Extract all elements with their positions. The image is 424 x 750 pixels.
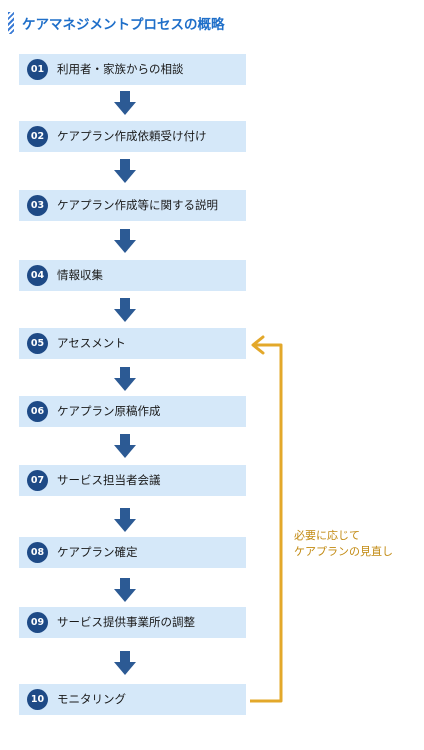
step-04: 04 情報収集: [19, 260, 246, 291]
down-arrow-icon: [114, 434, 136, 458]
loop-note-line-2: ケアプランの見直し: [294, 545, 393, 558]
step-08: 08 ケアプラン確定: [19, 537, 246, 568]
down-arrow-icon: [114, 229, 136, 253]
down-arrow-icon: [114, 367, 136, 391]
loop-note-line-1: 必要に応じて: [294, 529, 360, 542]
step-label: 利用者・家族からの相談: [57, 62, 184, 76]
step-number-badge: 01: [27, 59, 48, 80]
step-number-badge: 09: [27, 612, 48, 633]
step-number-badge: 03: [27, 195, 48, 216]
down-arrow-icon: [114, 508, 136, 532]
step-10: 10 モニタリング: [19, 684, 246, 715]
loop-note: 必要に応じて ケアプランの見直し: [294, 528, 393, 560]
down-arrow-icon: [114, 91, 136, 115]
page-title: ケアマネジメントプロセスの概略: [22, 17, 225, 33]
title-accent-bar: [8, 12, 14, 34]
down-arrow-icon: [114, 578, 136, 602]
step-label: ケアプラン原稿作成: [57, 404, 161, 418]
step-label: アセスメント: [57, 336, 126, 350]
step-number-badge: 04: [27, 265, 48, 286]
step-01: 01 利用者・家族からの相談: [19, 54, 246, 85]
step-label: サービス担当者会議: [57, 473, 161, 487]
step-number-badge: 06: [27, 401, 48, 422]
step-label: モニタリング: [57, 692, 126, 706]
step-label: ケアプラン確定: [57, 545, 138, 559]
step-09: 09 サービス提供事業所の調整: [19, 607, 246, 638]
step-number-badge: 02: [27, 126, 48, 147]
step-05: 05 アセスメント: [19, 328, 246, 359]
step-label: 情報収集: [57, 268, 103, 282]
down-arrow-icon: [114, 651, 136, 675]
step-number-badge: 07: [27, 470, 48, 491]
step-03: 03 ケアプラン作成等に関する説明: [19, 190, 246, 221]
step-label: ケアプラン作成等に関する説明: [57, 198, 218, 212]
step-number-badge: 10: [27, 689, 48, 710]
step-06: 06 ケアプラン原稿作成: [19, 396, 246, 427]
step-number-badge: 08: [27, 542, 48, 563]
down-arrow-icon: [114, 298, 136, 322]
step-number-badge: 05: [27, 333, 48, 354]
step-label: ケアプラン作成依頼受け付け: [57, 129, 207, 143]
down-arrow-icon: [114, 159, 136, 183]
step-label: サービス提供事業所の調整: [57, 615, 195, 629]
step-07: 07 サービス担当者会議: [19, 465, 246, 496]
step-02: 02 ケアプラン作成依頼受け付け: [19, 121, 246, 152]
